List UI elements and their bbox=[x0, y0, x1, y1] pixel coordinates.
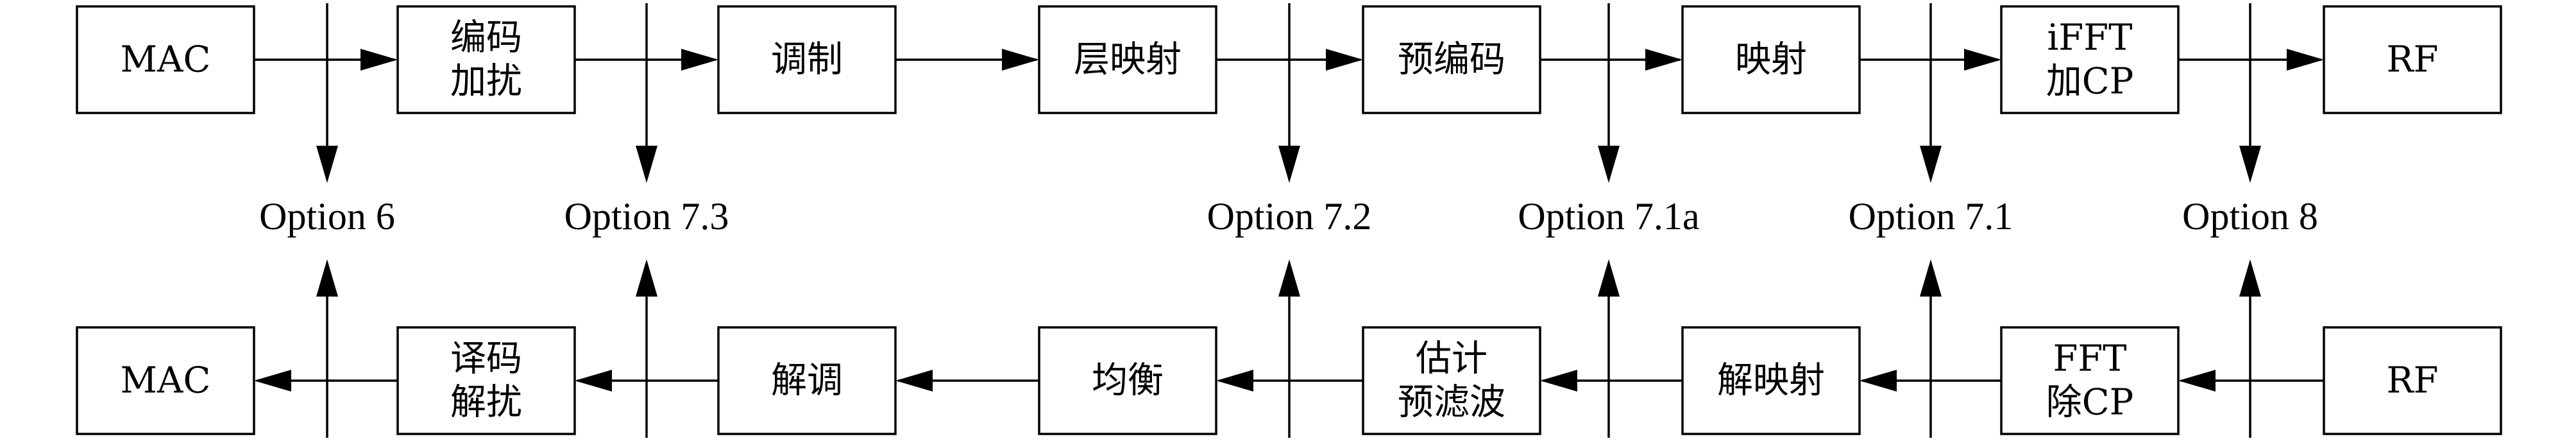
split-option-label: Option 7.1 bbox=[1849, 195, 2013, 238]
split-up-arrowhead bbox=[1598, 259, 1620, 297]
tx-arrowhead bbox=[1964, 49, 2001, 71]
tx-block-frame bbox=[2000, 5, 2180, 114]
rx-block-label: 预滤波 bbox=[1398, 382, 1505, 424]
rx-block: RF bbox=[2323, 326, 2502, 435]
split-option-label: Option 7.1a bbox=[1518, 195, 1699, 238]
tx-block-label: 调制 bbox=[771, 39, 843, 81]
tx-block-label: 编码 bbox=[450, 17, 522, 59]
tx-block-frame bbox=[76, 5, 255, 114]
tx-block-frame bbox=[1038, 5, 1217, 114]
split-up-arrowhead bbox=[636, 259, 657, 297]
tx-block-frame bbox=[2323, 5, 2502, 114]
tx-arrowhead bbox=[681, 49, 718, 71]
rx-block-label: 解映射 bbox=[1717, 360, 1825, 402]
split-option-label: Option 7.3 bbox=[564, 195, 729, 238]
rx-block: 解调 bbox=[717, 326, 897, 435]
rx-block-frame bbox=[396, 326, 576, 435]
connectors bbox=[254, 3, 2324, 438]
rx-arrowhead bbox=[254, 370, 291, 392]
rx-block-label: 估计 bbox=[1416, 338, 1487, 380]
split-option-label: Option 6 bbox=[259, 195, 395, 238]
split-down-arrowhead bbox=[316, 146, 338, 183]
rx-arrowhead bbox=[575, 370, 612, 392]
tx-arrowhead bbox=[1002, 49, 1039, 71]
split-down-arrowhead bbox=[1920, 146, 1942, 183]
tx-block-label: 层映射 bbox=[1074, 39, 1182, 81]
tx-block-frame bbox=[1362, 5, 1541, 114]
tx-arrowhead bbox=[2287, 49, 2324, 71]
split-up-arrowhead bbox=[316, 259, 338, 297]
tx-block-frame bbox=[717, 5, 897, 114]
rx-block-label: MAC bbox=[121, 360, 211, 402]
rx-block-frame bbox=[1038, 326, 1217, 435]
rx-arrowhead bbox=[2178, 370, 2216, 392]
rx-block: MAC bbox=[76, 326, 255, 435]
rx-block-frame bbox=[2000, 326, 2180, 435]
tx-arrowhead bbox=[1645, 49, 1682, 71]
rx-arrowhead bbox=[1860, 370, 1897, 392]
rx-block-frame bbox=[1681, 326, 1861, 435]
split-option-label: Option 8 bbox=[2182, 195, 2318, 238]
rx-block-frame bbox=[1362, 326, 1541, 435]
rx-block-frame bbox=[717, 326, 897, 435]
rx-block-frame bbox=[76, 326, 255, 435]
split-down-arrowhead bbox=[2239, 146, 2261, 183]
rx-arrowhead bbox=[895, 370, 933, 392]
rx-arrowhead bbox=[1540, 370, 1577, 392]
option-labels: Option 6 Option 7.3 Option 7.2 Option 7.1a O… bbox=[259, 195, 2318, 238]
split-down-arrowhead bbox=[636, 146, 657, 183]
rx-block: 解映射 bbox=[1681, 326, 1861, 435]
rx-arrowhead bbox=[1216, 370, 1253, 392]
tx-arrowhead bbox=[360, 49, 398, 71]
tx-block-label: RF bbox=[2386, 39, 2438, 81]
split-down-arrowhead bbox=[1278, 146, 1300, 183]
rx-block-label: 解调 bbox=[771, 360, 843, 402]
split-up-arrowhead bbox=[1920, 259, 1942, 297]
tx-block: 预编码 bbox=[1362, 5, 1541, 114]
tx-block-label: MAC bbox=[121, 39, 211, 81]
rx-block-label: 译码 bbox=[450, 338, 522, 380]
tx-arrowhead bbox=[1326, 49, 1363, 71]
split-down-arrowhead bbox=[1598, 146, 1620, 183]
tx-block: RF bbox=[2323, 5, 2502, 114]
tx-block-frame bbox=[1681, 5, 1861, 114]
split-up-arrowhead bbox=[2239, 259, 2261, 297]
rx-block-label: FFT bbox=[2053, 338, 2126, 380]
rx-block: 均衡 bbox=[1038, 326, 1217, 435]
split-option-label: Option 7.2 bbox=[1207, 195, 1372, 238]
rx-block-label: 均衡 bbox=[1092, 360, 1164, 402]
tx-block-label: 加扰 bbox=[450, 61, 522, 103]
tx-block-label: 映射 bbox=[1735, 39, 1807, 81]
tx-block: 层映射 bbox=[1038, 5, 1217, 114]
tx-block-frame bbox=[396, 5, 576, 114]
rx-block-label: RF bbox=[2386, 360, 2438, 402]
tx-block-label: 预编码 bbox=[1398, 39, 1505, 81]
rx-block-label: 解扰 bbox=[450, 382, 522, 424]
tx-block-label: iFFT bbox=[2047, 17, 2133, 59]
tx-block-label: 加CP bbox=[2046, 61, 2134, 103]
split-up-arrowhead bbox=[1278, 259, 1300, 297]
tx-block: MAC bbox=[76, 5, 255, 114]
tx-block: 映射 bbox=[1681, 5, 1861, 114]
tx-block: 调制 bbox=[717, 5, 897, 114]
rx-block-label: 除CP bbox=[2046, 382, 2134, 424]
rx-block-frame bbox=[2323, 326, 2502, 435]
